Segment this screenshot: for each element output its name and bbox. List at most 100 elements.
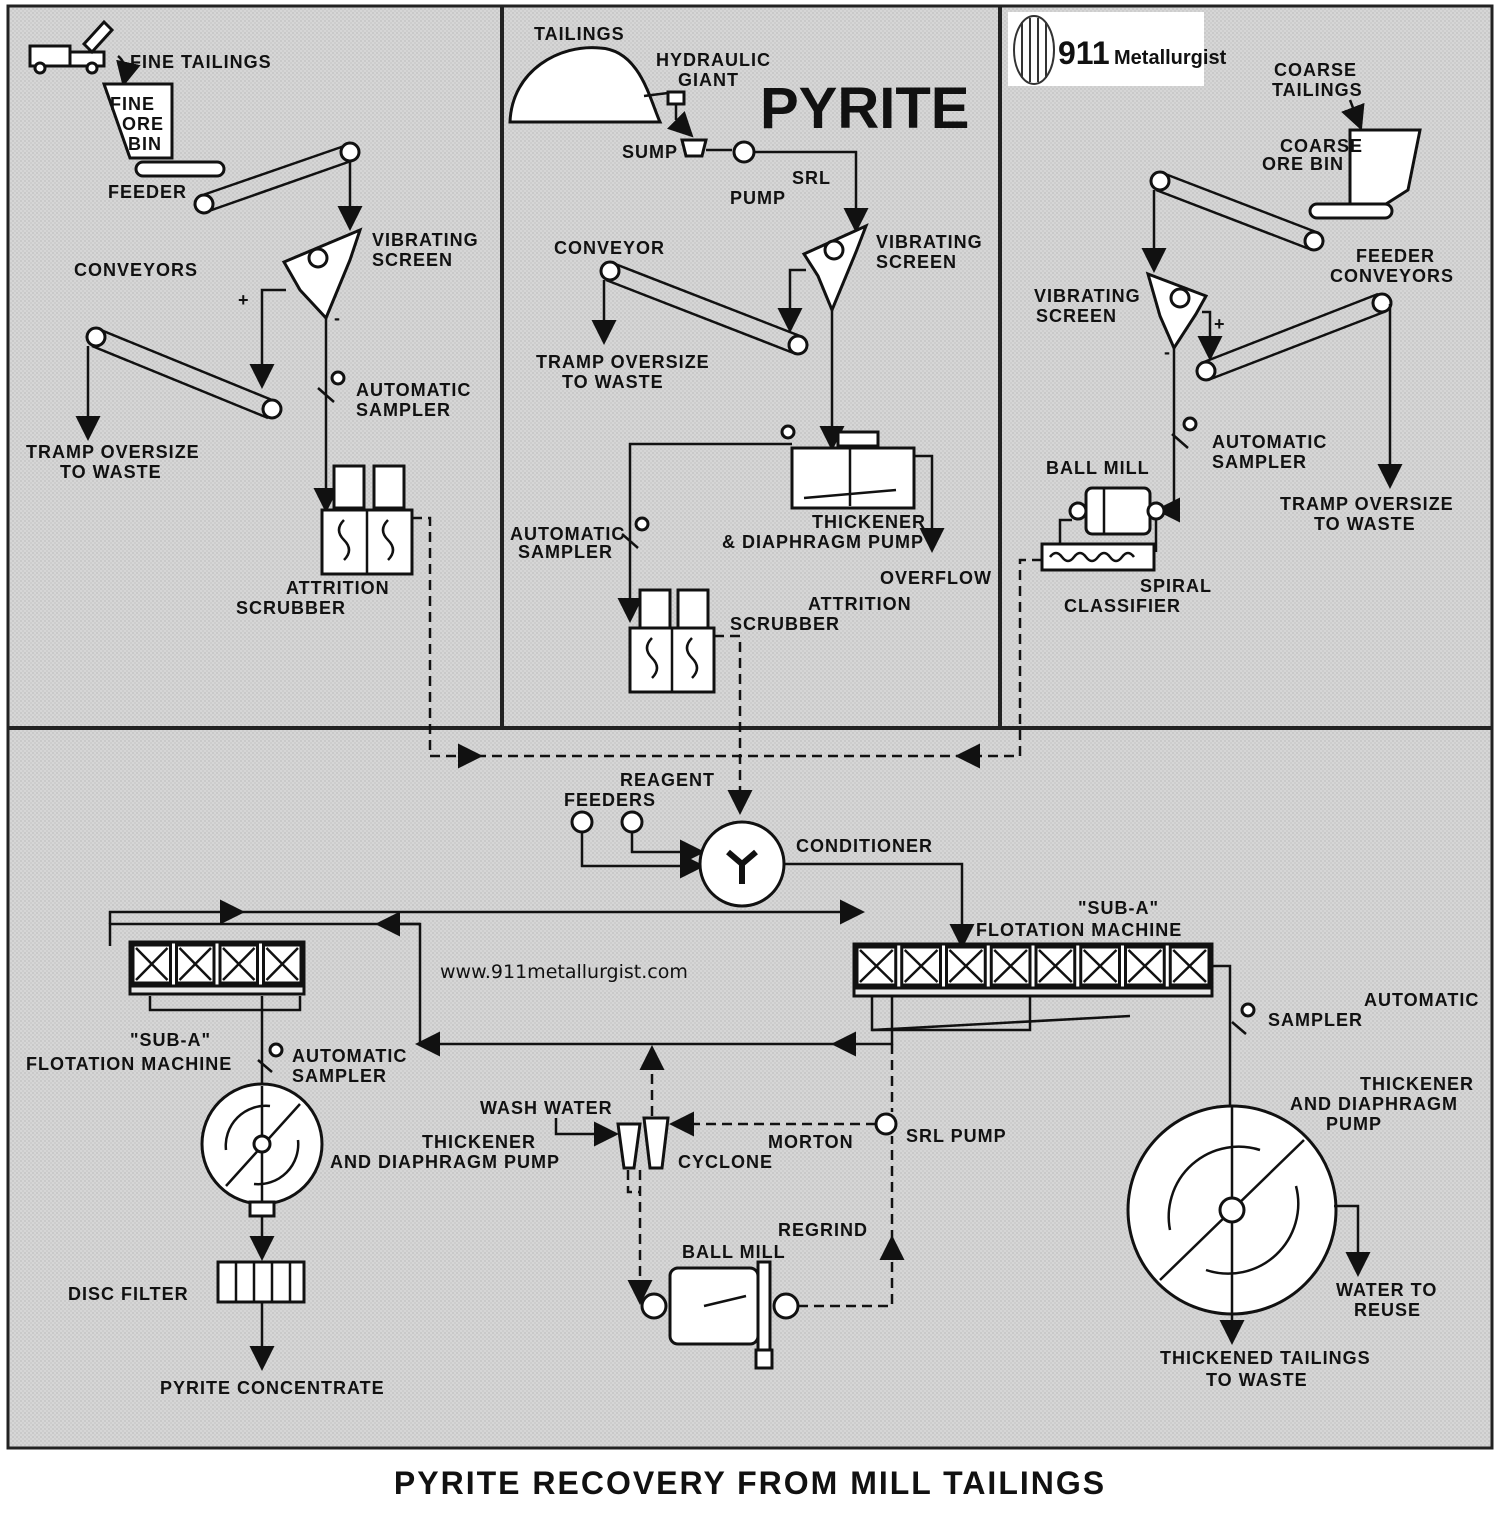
feeder-conveyors-label-2: CONVEYORS	[1330, 266, 1454, 286]
attrition-scrubber-2	[628, 588, 716, 694]
hydraulic-giant-label-2: GIANT	[678, 70, 739, 90]
logo-icon	[1013, 15, 1055, 85]
feeder-label: FEEDER	[108, 182, 187, 202]
feeder	[134, 160, 226, 178]
panel-coarse-tailings: 911 Metallurgist COARSE TAILINGS COARSE …	[955, 12, 1454, 769]
feeder-conveyors-label-1: FEEDER	[1356, 246, 1435, 266]
thickener-right-label-3: PUMP	[1326, 1114, 1382, 1134]
feeder-conveyor-lower	[1195, 292, 1393, 382]
water-reuse-label-1: WATER TO	[1336, 1280, 1437, 1300]
fine-ore-bin-label-1: FINE	[110, 94, 155, 114]
panel-flotation: REAGENT FEEDERS CONDITIONER "SUB-A" FLOT…	[26, 754, 1478, 1398]
thickener-left	[200, 1082, 324, 1218]
minus-sign: -	[334, 308, 341, 328]
reagent-feeders-label-1: REAGENT	[620, 770, 715, 790]
minus-sign-3: -	[1164, 342, 1171, 362]
flotation-machine-right	[852, 942, 1214, 998]
reagent-feeders-label-2: FEEDERS	[564, 790, 656, 810]
panel-hydraulic-reclaim: TAILINGS HYDRAULIC GIANT PYRITE SUMP SRL…	[508, 24, 992, 815]
srl-pump-2-icon	[874, 1112, 898, 1136]
flotation-right-cell-impeller	[993, 949, 1028, 983]
tailings-label: TAILINGS	[534, 24, 625, 44]
thickener-tank	[790, 430, 916, 510]
coarse-tailings-label-1: COARSE	[1274, 60, 1357, 80]
morton-cyclone-label-1: MORTON	[768, 1132, 854, 1152]
logo-text: Metallurgist	[1114, 47, 1227, 69]
srl-pump-label: SRL PUMP	[906, 1126, 1007, 1146]
flotation-left-label-1: "SUB-A"	[130, 1030, 211, 1050]
fine-ore-bin: FINE ORE BIN	[101, 82, 174, 160]
flotation-left-cell-impeller	[135, 947, 169, 981]
automatic-sampler-left-label-1: AUTOMATIC	[292, 1046, 407, 1066]
flotation-right-cell-impeller	[1038, 949, 1073, 983]
conditioner-label: CONDITIONER	[796, 836, 933, 856]
thickener-right-label-1: THICKENER	[1360, 1074, 1474, 1094]
vibrating-screen-3	[1145, 271, 1209, 352]
tailings-pile	[508, 46, 663, 124]
flotation-left-cell-impeller	[222, 947, 256, 981]
tramp-oversize-label-2: TO WASTE	[60, 462, 162, 482]
disc-filter-label: DISC FILTER	[68, 1284, 189, 1304]
srl-pump-icon	[732, 140, 756, 164]
automatic-sampler-2-label-1: AUTOMATIC	[510, 524, 625, 544]
website-url: www.911metallurgist.com	[440, 961, 688, 983]
flotation-machine-left	[128, 940, 306, 996]
flotation-left-label-2: FLOTATION MACHINE	[26, 1054, 232, 1074]
vibrating-screen-2	[801, 223, 869, 314]
thickener-label-2: & DIAPHRAGM PUMP	[722, 532, 924, 552]
overflow-label: OVERFLOW	[880, 568, 992, 588]
automatic-sampler-label-2: SAMPLER	[356, 400, 451, 420]
flotation-right-cell-impeller	[903, 949, 939, 983]
flotation-right-cell-impeller	[1082, 949, 1118, 983]
vibrating-screen-2-label-1: VIBRATING	[876, 232, 983, 252]
thickener-right	[1126, 1104, 1338, 1316]
figure-caption: PYRITE RECOVERY FROM MILL TAILINGS	[394, 1465, 1106, 1501]
vibrating-screen-1	[281, 227, 363, 321]
conveyor-lower	[85, 326, 283, 420]
automatic-sampler-right-icon	[1231, 1002, 1256, 1035]
thickened-tailings-label-2: TO WASTE	[1206, 1370, 1308, 1390]
logo-number: 911	[1058, 35, 1110, 71]
vibrating-screen-3-label-1: VIBRATING	[1034, 286, 1141, 306]
tramp-oversize-2-label-1: TRAMP OVERSIZE	[536, 352, 710, 372]
conveyors-label: CONVEYORS	[74, 260, 198, 280]
vibrating-screen-2-label-2: SCREEN	[876, 252, 957, 272]
reagent-feeder-icon-1	[570, 810, 594, 834]
regrind-label-2: BALL MILL	[682, 1242, 786, 1262]
reagent-feeder-icon-2	[620, 810, 644, 834]
automatic-sampler-right-label-2: SAMPLER	[1268, 1010, 1363, 1030]
ball-mill-1	[1068, 486, 1166, 536]
automatic-sampler-2-label-2: SAMPLER	[518, 542, 613, 562]
srl-label: SRL	[792, 168, 831, 188]
thickener-left-label-1: THICKENER	[422, 1132, 536, 1152]
plus-sign-3: +	[1214, 314, 1226, 334]
vibrating-screen-3-label-2: SCREEN	[1036, 306, 1117, 326]
feeder-conveyor-upper	[1149, 170, 1325, 252]
pyrite-concentrate-label: PYRITE CONCENTRATE	[160, 1378, 385, 1398]
attrition-scrubber-1	[320, 464, 414, 576]
ball-mill-label: BALL MILL	[1046, 458, 1150, 478]
fine-ore-bin-label-2: ORE	[122, 114, 164, 134]
vibrating-screen-label-2: SCREEN	[372, 250, 453, 270]
tramp-oversize-label-1: TRAMP OVERSIZE	[26, 442, 200, 462]
automatic-sampler-2-icon	[621, 516, 650, 549]
tramp-oversize-3-label-2: TO WASTE	[1314, 514, 1416, 534]
conveyor-upper	[193, 141, 361, 215]
automatic-sampler-icon	[317, 370, 346, 403]
thickener-left-label-2: AND DIAPHRAGM PUMP	[330, 1152, 560, 1172]
coarse-ore-bin-label-2: ORE BIN	[1262, 154, 1344, 174]
regrind-label-1: REGRIND	[778, 1220, 868, 1240]
tramp-oversize-3-label-1: TRAMP OVERSIZE	[1280, 494, 1454, 514]
thickened-tailings-label-1: THICKENED TAILINGS	[1160, 1348, 1371, 1368]
pyrite-title: PYRITE	[760, 76, 970, 141]
attrition-scrubber-2-label-1: ATTRITION	[808, 594, 912, 614]
flotation-left-cell-impeller	[265, 947, 299, 981]
disc-filter	[216, 1260, 306, 1304]
hydraulic-giant-label-1: HYDRAULIC	[656, 50, 771, 70]
regrind-ball-mill	[640, 1260, 800, 1370]
fine-ore-bin-label-3: BIN	[128, 134, 162, 154]
morton-cyclone	[616, 1116, 670, 1170]
attrition-scrubber-label-1: ATTRITION	[286, 578, 390, 598]
flotation-right-cell-impeller	[859, 949, 894, 983]
